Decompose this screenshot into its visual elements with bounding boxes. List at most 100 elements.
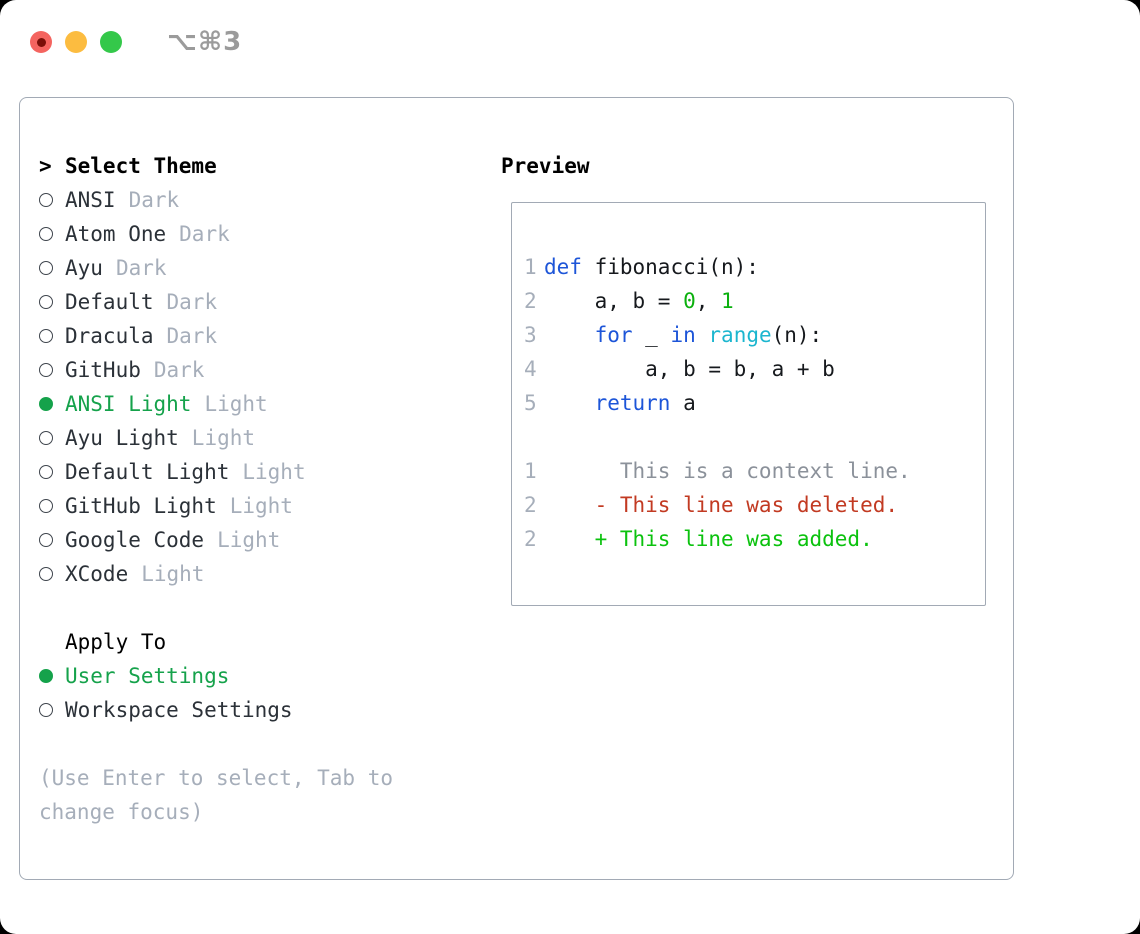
line-content: a, b = 0, 1	[544, 289, 734, 313]
option-name: GitHub	[65, 358, 141, 382]
code-segment: _	[632, 323, 671, 347]
line-content: - This line was deleted.	[544, 493, 898, 517]
code-segment	[544, 391, 595, 415]
radio-circle-icon	[39, 703, 53, 717]
code-lines: 1 def fibonacci(n): 2 a, b = 0, 1 3 for …	[524, 250, 985, 556]
titlebar: ⌥⌘3	[30, 27, 242, 57]
code-segment: fibonacci(n):	[581, 255, 759, 279]
theme-option-github[interactable]: GitHub Dark	[39, 353, 484, 387]
theme-option-default[interactable]: Default Dark	[39, 285, 484, 319]
option-name: ANSI	[65, 188, 116, 212]
modified-dot-icon	[36, 37, 46, 47]
line-number: 2	[524, 527, 537, 551]
radio-circle-icon	[39, 669, 53, 683]
code-line	[524, 420, 985, 454]
code-segment: + This line was added.	[544, 527, 873, 551]
option-name: User Settings	[65, 664, 230, 688]
line-number: 2	[524, 493, 537, 517]
line-number: 2	[524, 289, 537, 313]
line-number: 1	[524, 255, 537, 279]
code-segment: This is a context line.	[544, 459, 911, 483]
theme-option-ayu-light[interactable]: Ayu Light Light	[39, 421, 484, 455]
line-content: return a	[544, 391, 696, 415]
theme-option-ansi[interactable]: ANSI Dark	[39, 183, 484, 217]
theme-option-default-light[interactable]: Default Light Light	[39, 455, 484, 489]
apply-option-workspace-settings[interactable]: Workspace Settings	[39, 693, 484, 727]
option-tag: Dark	[128, 188, 180, 212]
theme-option-ansi-light[interactable]: ANSI Light Light	[39, 387, 484, 421]
option-name: GitHub Light	[65, 494, 217, 518]
minimize-button[interactable]	[65, 31, 87, 53]
line-content: for _ in range(n):	[544, 323, 823, 347]
option-tag: Light	[229, 494, 293, 518]
code-line: 1 def fibonacci(n):	[524, 250, 985, 284]
option-name: ANSI Light	[65, 392, 192, 416]
theme-option-github-light[interactable]: GitHub Light Light	[39, 489, 484, 523]
window-title-shortcut: ⌥⌘3	[167, 27, 243, 57]
code-segment	[544, 323, 595, 347]
line-content: This is a context line.	[544, 459, 911, 483]
code-segment: 1	[721, 289, 734, 313]
option-tag: Dark	[153, 358, 205, 382]
option-tag: Dark	[179, 222, 230, 246]
code-line: 2 a, b = 0, 1	[524, 284, 985, 318]
radio-circle-icon	[39, 329, 53, 343]
code-line: 4 a, b = b, a + b	[524, 352, 985, 386]
radio-circle-icon	[39, 397, 53, 411]
radio-circle-icon	[39, 193, 53, 207]
option-name: Atom One	[65, 222, 167, 246]
code-segment: ,	[695, 289, 722, 313]
code-segment: a, b =	[544, 289, 684, 313]
theme-option-ayu[interactable]: Ayu Dark	[39, 251, 484, 285]
line-number: 5	[524, 391, 537, 415]
radio-circle-icon	[39, 499, 53, 513]
code-line: 3 for _ in range(n):	[524, 318, 985, 352]
hint-text: (Use Enter to select, Tab to change focu…	[39, 766, 394, 824]
radio-circle-icon	[39, 261, 53, 275]
code-segment: a, b = b, a + b	[544, 357, 835, 381]
code-line: 5 return a	[524, 386, 985, 420]
main-panel: > Select Theme ANSI Dark Atom One Dark A…	[19, 97, 1014, 880]
radio-circle-icon	[39, 431, 53, 445]
preview-section: Preview 1 def fibonacci(n): 2 a, b = 0, …	[501, 149, 986, 606]
option-tag: Light	[217, 528, 281, 552]
radio-circle-icon	[39, 465, 53, 479]
select-theme-title: Select Theme	[65, 154, 217, 178]
option-tag: Light	[141, 562, 205, 586]
code-segment: range	[708, 323, 772, 347]
line-number: 1	[524, 459, 537, 483]
code-segment	[696, 323, 709, 347]
option-name: Google Code	[65, 528, 205, 552]
code-line: 2 + This line was added.	[524, 522, 985, 556]
theme-option-google-code[interactable]: Google Code Light	[39, 523, 484, 557]
option-name: Ayu Light	[65, 426, 179, 450]
line-number: 3	[524, 323, 537, 347]
option-name: Workspace Settings	[65, 698, 293, 722]
apply-to-header: Apply To	[39, 625, 484, 659]
option-name: Dracula	[65, 324, 154, 348]
option-name: Default Light	[65, 460, 230, 484]
code-segment: in	[670, 323, 696, 347]
radio-circle-icon	[39, 363, 53, 377]
radio-circle-icon	[39, 533, 53, 547]
pointer-icon: >	[39, 154, 52, 178]
maximize-button[interactable]	[100, 31, 122, 53]
code-line: 1 This is a context line.	[524, 454, 985, 488]
spacer	[39, 591, 484, 625]
theme-option-atom-one[interactable]: Atom One Dark	[39, 217, 484, 251]
code-segment: a	[670, 391, 696, 415]
code-segment: def	[544, 255, 582, 279]
code-segment: 0	[683, 289, 696, 313]
apply-option-user-settings[interactable]: User Settings	[39, 659, 484, 693]
line-content: + This line was added.	[544, 527, 873, 551]
theme-option-xcode[interactable]: XCode Light	[39, 557, 484, 591]
close-button[interactable]	[30, 31, 52, 53]
theme-option-dracula[interactable]: Dracula Dark	[39, 319, 484, 353]
preview-title: Preview	[501, 154, 590, 178]
option-tag: Light	[204, 392, 268, 416]
radio-circle-icon	[39, 295, 53, 309]
radio-circle-icon	[39, 227, 53, 241]
line-content: a, b = b, a + b	[544, 357, 835, 381]
code-segment: (n):	[771, 323, 823, 347]
